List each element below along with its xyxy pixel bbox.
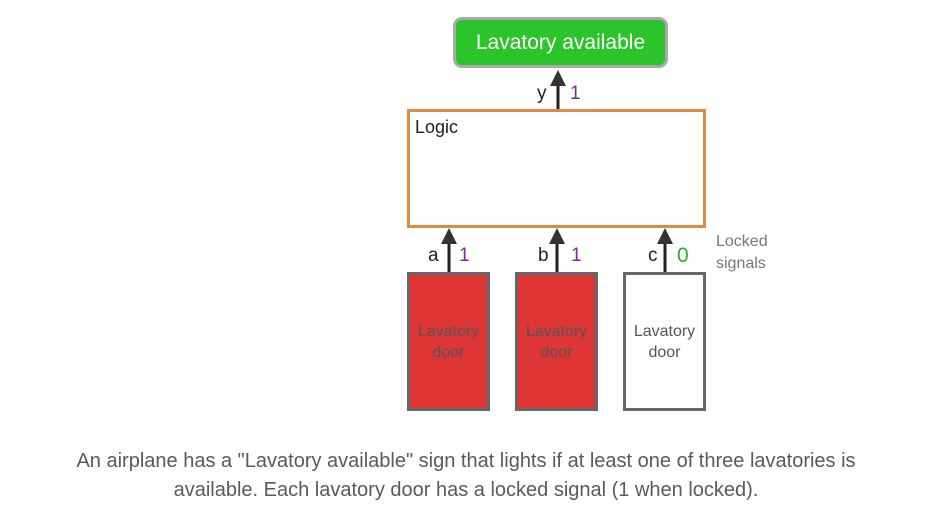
locked-note-line1: Locked [716,233,768,250]
input-arrowhead-c [657,228,673,244]
input-signal-name-b: b [538,245,549,266]
input-arrowhead-a [441,228,457,244]
input-signal-value-a: 1 [459,245,470,266]
input-signal-name-a: a [428,245,439,266]
input-signal-value-c: 0 [677,244,689,267]
door-c-label-line1: Lavatory [633,322,696,340]
lavatory-door-c: Lavatory door [623,272,706,411]
output-signal-value: 1 [570,83,581,104]
door-b-label-line1: Lavatory [525,322,588,340]
lavatory-door-a: Lavatory door [407,272,490,411]
door-a-label-line1: Lavatory [417,322,480,340]
door-c-label-line2: door [648,343,681,361]
input-signal-name-c: c [648,245,658,266]
output-signal-name: y [537,83,547,104]
logic-label: Logic [415,117,459,137]
caption-line1: An airplane has a "Lavatory available" s… [76,450,856,472]
door-b-label-line2: door [540,343,573,361]
input-arrowhead-b [549,228,565,244]
lavatory-available-sign: Lavatory available [453,17,668,68]
figure-caption: An airplane has a "Lavatory available" s… [0,447,932,505]
logic-block [407,109,706,228]
output-sign-label: Lavatory available [475,30,646,54]
output-arrowhead [550,70,566,86]
lavatory-door-b: Lavatory door [515,272,598,411]
caption-line2: available. Each lavatory door has a lock… [173,479,759,501]
door-a-label-line2: door [432,343,465,361]
locked-note-line2: signals [716,255,766,272]
locked-signals-note: Locked signals [716,231,768,275]
input-signal-value-b: 1 [571,245,582,266]
